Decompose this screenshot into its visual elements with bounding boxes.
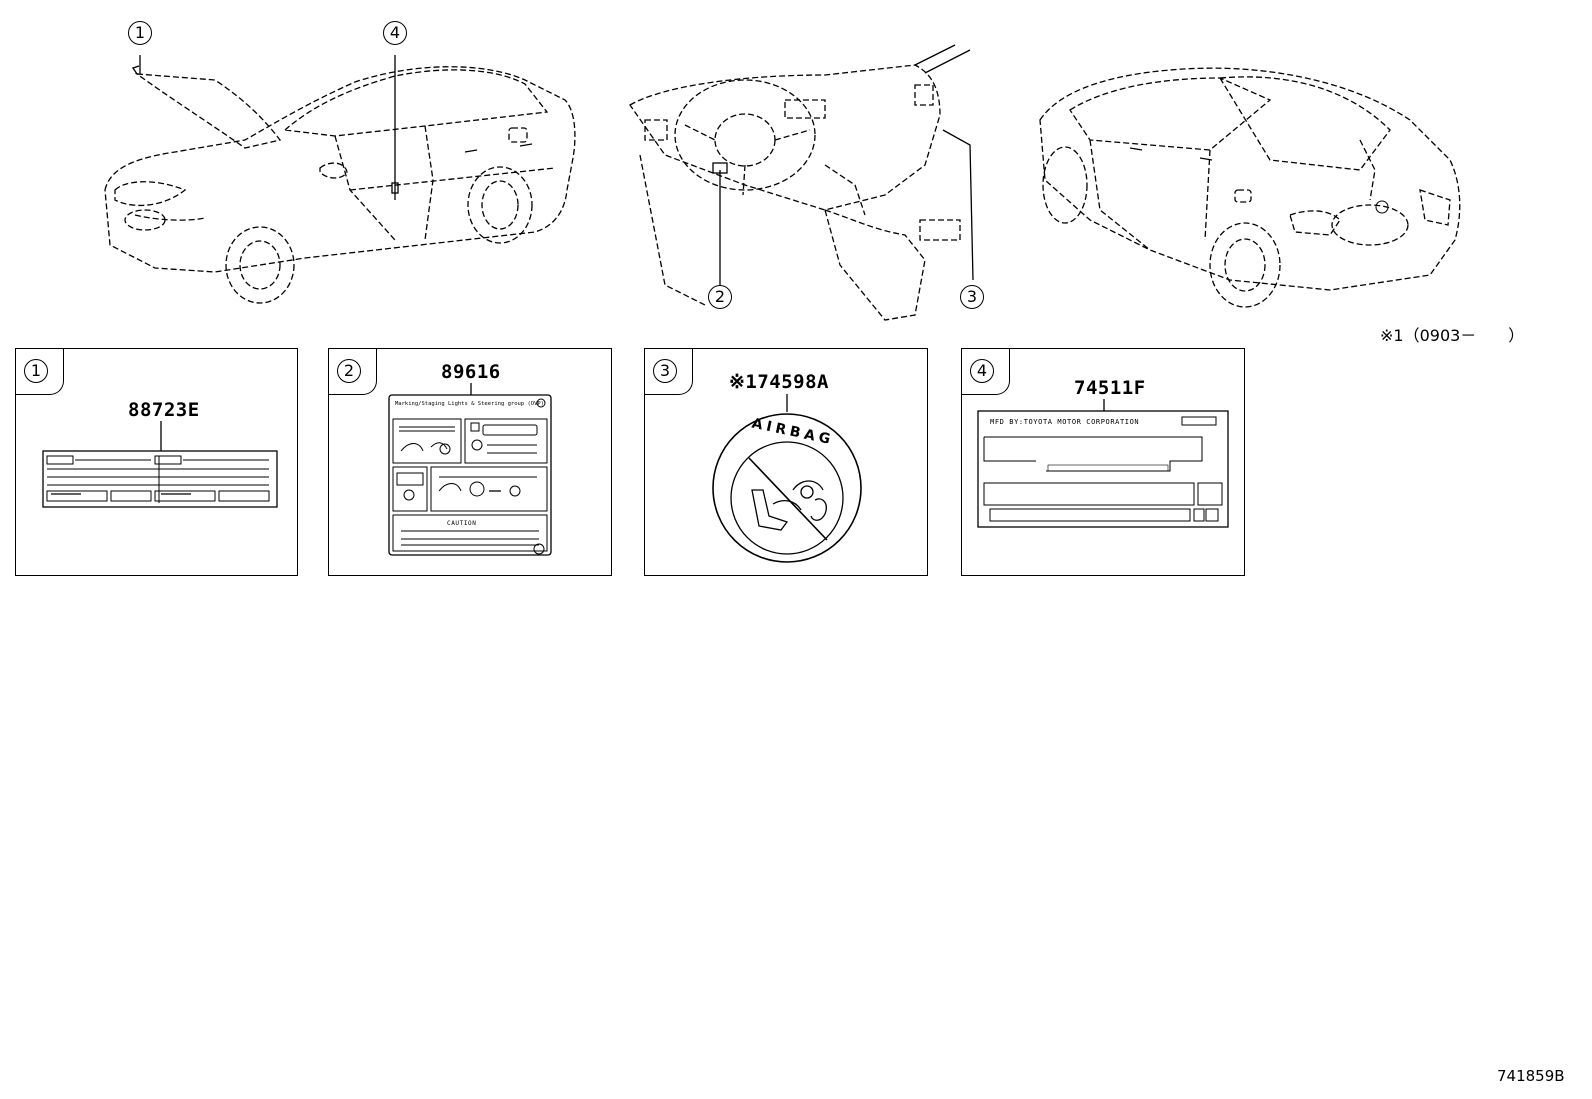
callout-1: 1	[128, 21, 152, 45]
dashboard-interior-view-icon	[629, 44, 974, 321]
label-box-2: 2 89616 Marking/Staging Lights & Steerin…	[328, 348, 612, 576]
sticker-2-icon	[388, 383, 552, 556]
box-callout-4: 4	[970, 359, 994, 383]
part-number-4: 74511F	[1074, 377, 1146, 399]
box-tab-4: 4	[962, 349, 1010, 395]
label-box-3: 3 ※174598A AIRBAG	[644, 348, 928, 576]
label-box-1: 1 88723E	[15, 348, 298, 576]
sticker-2-header: Marking/Staging Lights & Steering group …	[395, 401, 545, 407]
part-number-2: 89616	[441, 361, 501, 383]
sticker-4-maker-text: MFD BY:TOYOTA MOTOR CORPORATION	[990, 418, 1140, 426]
part-number-1: 88723E	[128, 399, 200, 421]
sedan-rear-view-icon	[1039, 67, 1461, 308]
box-callout-2: 2	[337, 359, 361, 383]
box-tab-1: 1	[16, 349, 64, 395]
part-number-3: ※174598A	[729, 371, 829, 393]
callout-3: 3	[960, 285, 984, 309]
sedan-front-view-icon	[104, 55, 576, 304]
box-tab-2: 2	[329, 349, 377, 395]
figure-id: 741859B	[1497, 1067, 1565, 1085]
applicability-note: ※1（0903－ ）	[1380, 326, 1525, 345]
sticker-2-caution: CAUTION	[447, 520, 477, 527]
box-callout-3: 3	[653, 359, 677, 383]
callout-4: 4	[383, 21, 407, 45]
label-box-4: 4 74511F MFD BY:TOYOTA MOTOR CORPORATION	[961, 348, 1245, 576]
box-callout-1: 1	[24, 359, 48, 383]
box-tab-3: 3	[645, 349, 693, 395]
airbag-warning-icon	[712, 394, 862, 563]
callout-2: 2	[708, 285, 732, 309]
sticker-1-icon	[42, 421, 278, 508]
sticker-4-icon	[977, 399, 1229, 528]
